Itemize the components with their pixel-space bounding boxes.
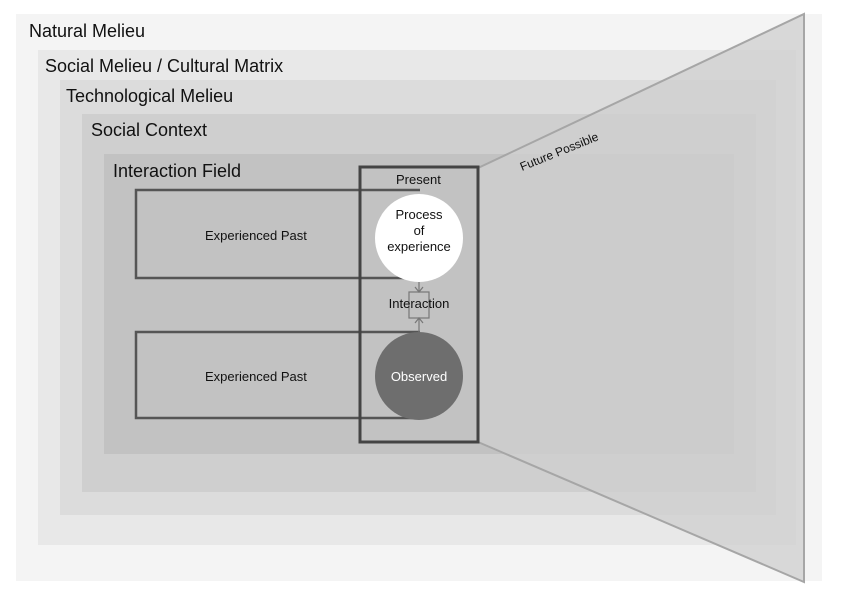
- experienced-past-lower-frame: [134, 330, 420, 420]
- observed-circle: [375, 332, 463, 420]
- process-line-3: experience: [387, 239, 451, 254]
- social-melieu-label: Social Melieu / Cultural Matrix: [45, 56, 284, 76]
- technological-melieu-label: Technological Melieu: [66, 86, 234, 106]
- process-line-1: Process: [395, 207, 443, 222]
- process-of-experience-circle: [375, 194, 463, 282]
- interaction-field-label: Interaction Field: [113, 161, 242, 181]
- arrow-down-head: [414, 286, 424, 293]
- experienced-past-lower-label: Experienced Past: [205, 369, 307, 384]
- interaction-label: Interaction: [388, 296, 450, 311]
- experienced-past-upper-frame: [134, 188, 420, 280]
- social-context-label: Social Context: [91, 120, 208, 140]
- present-label: Present: [396, 172, 441, 187]
- arrow-up-head: [414, 317, 424, 324]
- process-line-2: of: [413, 223, 425, 238]
- future-cone: [477, 12, 805, 584]
- experienced-past-upper-label: Experienced Past: [205, 228, 307, 243]
- present-frame: [358, 165, 480, 444]
- observed-label: Observed: [390, 369, 448, 384]
- natural-melieu-label: Natural Melieu: [29, 21, 146, 41]
